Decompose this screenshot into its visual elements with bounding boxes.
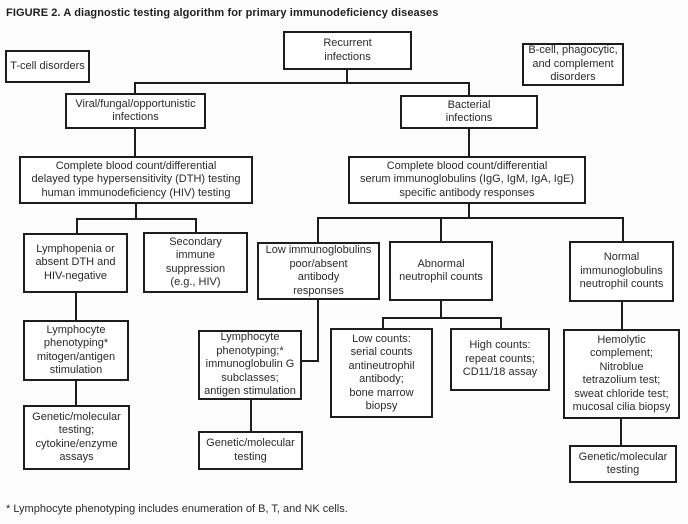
connector-lowig-elbow-h <box>302 360 319 362</box>
connector-to-lymphopenia <box>76 218 78 233</box>
connector-phenotyping-down <box>75 381 77 405</box>
connector-to-viral <box>134 82 136 93</box>
connector-left-branch <box>76 218 197 220</box>
node-secondary-suppression: Secondary immune suppression (e.g., HIV) <box>143 232 248 293</box>
connector-to-abnormal <box>440 217 442 241</box>
connector-cbcleft-down <box>135 204 137 219</box>
node-cbc-dth-hiv: Complete blood count/differential delaye… <box>19 156 253 204</box>
connector-to-lowcounts <box>382 317 384 328</box>
node-low-counts: Low counts: serial counts antineutrophil… <box>330 328 433 418</box>
node-recurrent-infections: Recurrent infections <box>283 31 412 70</box>
connector-cbcright-down <box>468 204 470 219</box>
node-low-immunoglobulins: Low immunoglobulins poor/absent antibody… <box>257 242 380 300</box>
connector-to-secondary <box>195 218 197 232</box>
node-viral-infections: Viral/fungal/opportunistic infections <box>65 93 206 129</box>
node-normal-immunoglobulins: Normal immunoglobulins neutrophil counts <box>569 241 674 302</box>
connector-right-branch <box>317 217 624 219</box>
connector-viral-to-cbc <box>134 129 136 156</box>
connector-hemolytic-down <box>620 419 622 445</box>
figure-title: FIGURE 2. A diagnostic testing algorithm… <box>6 7 439 19</box>
connector-to-normal <box>622 217 624 241</box>
connector-abnormal-down <box>440 301 442 318</box>
connector-recurrent-down <box>346 70 348 84</box>
node-genetic-testing-mid: Genetic/molecular testing <box>198 431 303 470</box>
connector-to-highcounts <box>500 317 502 328</box>
node-bacterial-infections: Bacterial infections <box>400 95 538 129</box>
node-lymphocyte-phenotyping-mitogen: Lymphocyte phenotyping* mitogen/antigen … <box>23 320 129 381</box>
node-lymphopenia: Lymphopenia or absent DTH and HIV-negati… <box>23 233 128 293</box>
connector-igg-down <box>250 400 252 431</box>
node-tcell-disorders: T-cell disorders <box>5 50 90 83</box>
connector-top-branch <box>134 82 470 84</box>
connector-lymphopenia-down <box>75 293 77 320</box>
node-abnormal-neutrophil: Abnormal neutrophil counts <box>389 241 493 301</box>
node-bcell-disorders: B-cell, phagocytic, and complement disor… <box>522 43 624 86</box>
connector-normal-down <box>621 302 623 329</box>
node-high-counts: High counts: repeat counts; CD11/18 assa… <box>450 328 550 391</box>
connector-to-bacterial <box>468 82 470 95</box>
connector-bacterial-to-cbc <box>468 129 470 156</box>
node-cbc-serum-ig: Complete blood count/differential serum … <box>348 156 586 204</box>
footnote: * Lymphocyte phenotyping includes enumer… <box>6 503 348 515</box>
node-hemolytic-complement: Hemolytic complement; Nitroblue tetrazol… <box>563 329 680 419</box>
connector-lowig-elbow-v <box>317 300 319 362</box>
node-genetic-testing-right: Genetic/molecular testing <box>569 445 677 483</box>
node-genetic-cytokine: Genetic/molecular testing; cytokine/enzy… <box>23 405 130 470</box>
node-lymphocyte-phenotyping-igg: Lymphocyte phenotyping;* immunoglobulin … <box>198 330 302 400</box>
connector-to-lowig <box>317 217 319 242</box>
connector-counts-branch <box>382 317 502 319</box>
